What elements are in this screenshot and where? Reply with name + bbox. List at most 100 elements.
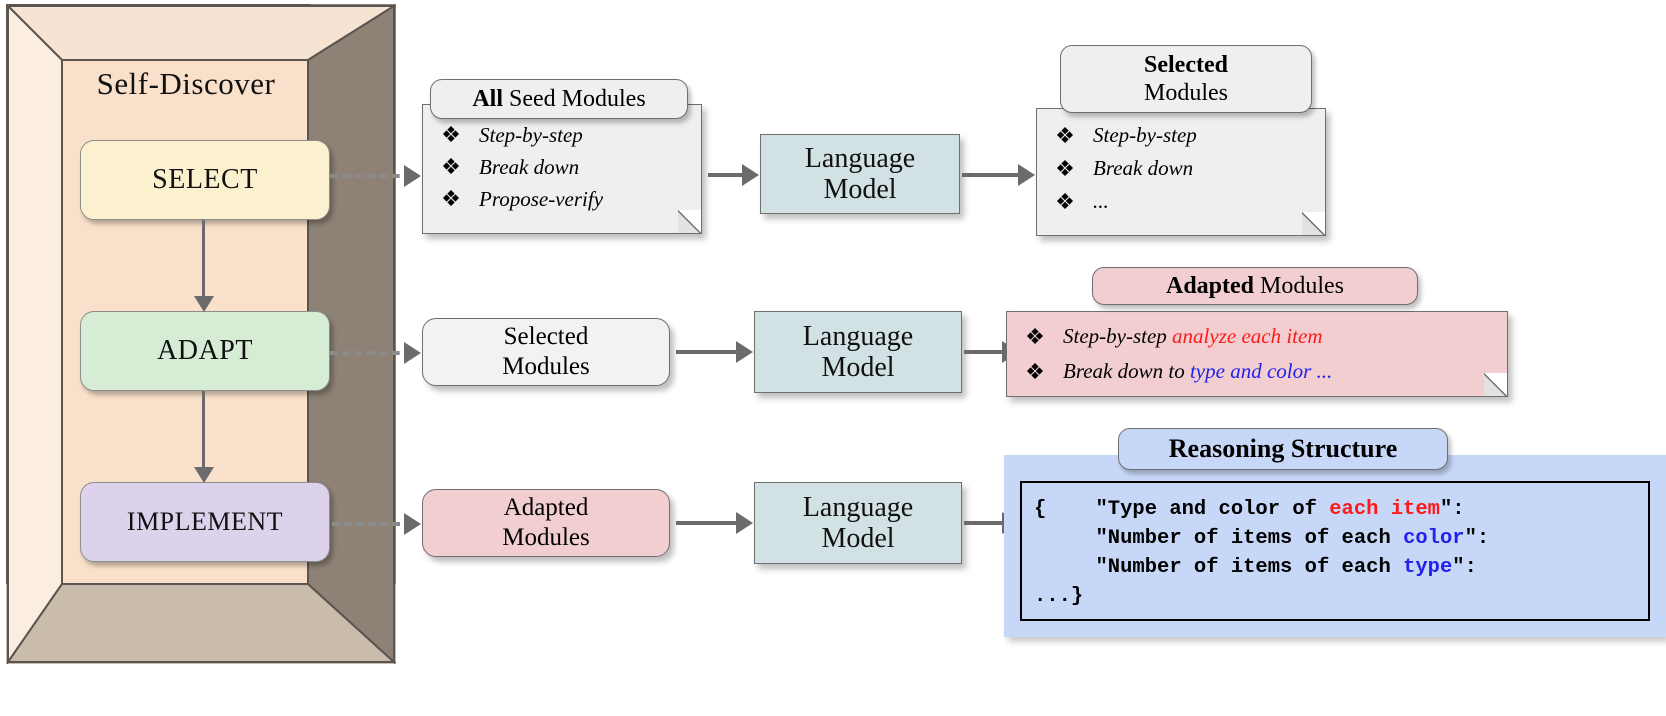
module-label: Break down xyxy=(479,155,580,179)
module-label: Propose-verify xyxy=(479,187,604,211)
arrow-adapted-to-lm-3 xyxy=(676,521,742,525)
stage-box-select[interactable]: SELECT xyxy=(80,140,330,220)
diamond-bullet-icon: ❖ xyxy=(441,186,461,211)
arrow-select-to-adapt xyxy=(202,220,205,298)
code-line: ...} xyxy=(1034,582,1489,611)
code-line: "Number of items of each color": xyxy=(1034,524,1490,553)
code-text: "Number of items of each xyxy=(1034,556,1404,579)
module-label: Step-by-step analyze each item xyxy=(1063,324,1323,348)
arrowhead-select-out xyxy=(404,165,421,187)
arrowhead-adapt-out xyxy=(404,342,421,364)
arrow-lm-to-selected-1 xyxy=(962,173,1024,177)
all-seed-modules-list: ❖ Step-by-step ❖ Break down ❖ Propose-ve… xyxy=(423,119,701,215)
box-title-bold: Selected xyxy=(503,323,589,350)
list-item: ❖ Break down to type and color ... xyxy=(1007,354,1507,389)
tag-title-rest: Seed Modules xyxy=(503,85,646,112)
tag-title-rest: Modules xyxy=(1254,272,1345,299)
highlight-red: analyze each item xyxy=(1172,324,1323,348)
arrowhead-seed-to-lm-1 xyxy=(742,164,759,186)
highlight-blue: type xyxy=(1403,556,1453,579)
list-item: ❖ Step-by-step xyxy=(1037,119,1325,152)
stage-box-adapt[interactable]: ADAPT xyxy=(80,311,330,391)
stage-label-implement: IMPLEMENT xyxy=(126,507,284,536)
code-text: { "Type and color of xyxy=(1034,498,1330,521)
arrowhead-select-to-adapt xyxy=(194,296,214,312)
tag-title: Reasoning Structure xyxy=(1168,433,1398,463)
lm-line1: Language xyxy=(802,491,914,523)
selected-modules-list: ❖ Step-by-step ❖ Break down ❖ ... xyxy=(1037,119,1325,218)
dashed-connector-adapt xyxy=(330,351,412,355)
box-title-bold: Adapted xyxy=(503,494,589,521)
arrow-selected-to-lm-2 xyxy=(676,350,742,354)
list-item: ❖ Break down xyxy=(1037,152,1325,185)
module-label: Step-by-step xyxy=(479,123,583,147)
language-model-box-2[interactable]: Language Model xyxy=(754,311,962,393)
arrowhead-selected-to-lm-2 xyxy=(736,341,753,363)
module-label: Break down to type and color ... xyxy=(1063,359,1333,383)
stage-label-select: SELECT xyxy=(152,164,258,195)
arrow-lm-to-structure-3 xyxy=(964,521,1008,525)
diamond-bullet-icon: ❖ xyxy=(1055,122,1075,148)
note-selected-modules-output[interactable]: ❖ Step-by-step ❖ Break down ❖ ... xyxy=(1036,108,1326,236)
lm-line2: Model xyxy=(821,523,895,554)
code-text: "Number of items of each xyxy=(1034,527,1404,550)
tag-adapted-modules: Adapted Modules xyxy=(1092,267,1418,305)
diamond-bullet-icon: ❖ xyxy=(441,154,461,179)
page-fold-corner-icon xyxy=(1484,373,1508,397)
module-label: Break down xyxy=(1093,156,1194,180)
reasoning-structure-code: { "Type and color of each item": "Number… xyxy=(1034,495,1489,611)
dashed-connector-implement xyxy=(332,522,412,526)
arrowhead-lm-to-selected-1 xyxy=(1018,164,1035,186)
module-label: Step-by-step xyxy=(1093,123,1197,147)
highlight-red: each item xyxy=(1329,498,1440,521)
language-model-box-3[interactable]: Language Model xyxy=(754,482,962,564)
code-text: ...} xyxy=(1034,585,1084,608)
page-fold-corner-icon xyxy=(678,210,702,234)
list-item: ❖ Step-by-step xyxy=(423,119,701,151)
list-item: ❖ Break down xyxy=(423,151,701,183)
arrowhead-adapt-to-implement xyxy=(194,467,214,483)
page-fold-corner-icon xyxy=(1302,212,1326,236)
lm-line2: Model xyxy=(823,174,897,205)
code-text: ": xyxy=(1452,556,1477,579)
arrow-adapt-to-implement xyxy=(202,391,205,469)
highlight-blue: type and color ... xyxy=(1189,359,1333,383)
highlight-blue: color xyxy=(1403,527,1465,550)
reasoning-structure-code-frame xyxy=(1020,481,1650,621)
lm-line1: Language xyxy=(804,142,916,174)
box-title-rest: Modules xyxy=(502,353,590,380)
list-item: ❖ Propose-verify xyxy=(423,183,701,215)
tag-title: Adapted Modules xyxy=(1166,272,1344,300)
box-selected-modules-input[interactable]: Selected Modules xyxy=(422,318,670,386)
note-adapted-modules-output[interactable]: ❖ Step-by-step analyze each item ❖ Break… xyxy=(1006,311,1508,397)
reasoning-structure-panel[interactable]: { "Type and color of each item": "Number… xyxy=(1004,455,1666,637)
module-label: ... xyxy=(1093,189,1109,213)
tag-reasoning-structure: Reasoning Structure xyxy=(1118,428,1448,470)
code-line: { "Type and color of each item": xyxy=(1034,495,1489,524)
stage-label-adapt: ADAPT xyxy=(157,335,253,366)
diamond-bullet-icon: ❖ xyxy=(1025,323,1045,349)
list-item: ❖ Step-by-step analyze each item xyxy=(1007,319,1507,354)
tag-title-bold: Selected xyxy=(1144,51,1228,78)
arrowhead-adapted-to-lm-3 xyxy=(736,512,753,534)
tag-title: All Seed Modules xyxy=(472,85,645,113)
tag-title-bold: Adapted xyxy=(1165,272,1255,299)
note-all-seed-modules[interactable]: ❖ Step-by-step ❖ Break down ❖ Propose-ve… xyxy=(422,104,702,234)
page-title: Self-Discover xyxy=(96,66,276,101)
self-discover-3d-box: Self-Discover SELECT ADAPT IMPLEMENT xyxy=(6,4,396,664)
stage-box-implement[interactable]: IMPLEMENT xyxy=(80,482,330,562)
diamond-bullet-icon: ❖ xyxy=(1055,188,1075,214)
diamond-bullet-icon: ❖ xyxy=(1055,155,1075,181)
tag-all-seed-modules: All Seed Modules xyxy=(430,79,688,119)
tag-title-bold: All xyxy=(472,85,503,112)
box-adapted-modules-input[interactable]: Adapted Modules xyxy=(422,489,670,557)
diamond-bullet-icon: ❖ xyxy=(1025,358,1045,384)
lm-line2: Model xyxy=(821,352,895,383)
arrow-lm-to-adapted-2 xyxy=(964,350,1008,354)
lm-line1: Language xyxy=(802,320,914,352)
language-model-box-1[interactable]: Language Model xyxy=(760,134,960,214)
dashed-connector-select xyxy=(330,174,412,178)
code-line: "Number of items of each type": xyxy=(1034,553,1489,582)
arrowhead-implement-out xyxy=(404,513,421,535)
